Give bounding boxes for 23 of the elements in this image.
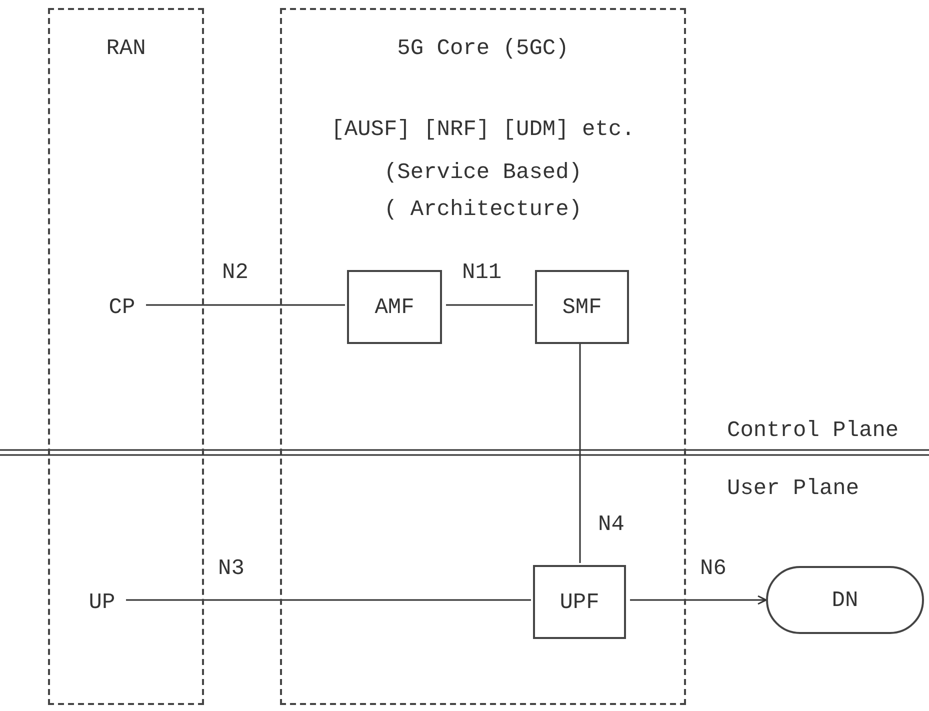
function-box: AMF	[347, 270, 442, 344]
edge-label: N11	[462, 259, 502, 287]
region-title: RAN	[106, 35, 146, 63]
function-box: UPF	[533, 565, 626, 639]
dashed-region	[280, 8, 686, 705]
dashed-region	[48, 8, 204, 705]
edge-label: N4	[598, 511, 624, 539]
edge-label: N3	[218, 555, 244, 583]
connector-line	[446, 304, 533, 306]
connector-line	[126, 599, 531, 601]
connector-line	[146, 304, 345, 306]
connector-line	[579, 342, 581, 563]
edge-label: N6	[700, 555, 726, 583]
region-note: (Service Based) ( Architecture)	[382, 159, 584, 224]
plane-label: User Plane	[727, 475, 860, 503]
function-box: SMF	[535, 270, 629, 344]
plane-label: Control Plane	[727, 417, 899, 445]
region-title: 5G Core (5GC)	[397, 35, 569, 63]
node-label: UP	[82, 587, 122, 617]
region-note: [AUSF] [NRF] [UDM] etc.	[331, 116, 635, 144]
node-label: CP	[102, 292, 142, 322]
arrow	[630, 595, 767, 605]
edge-label: N2	[222, 259, 248, 287]
